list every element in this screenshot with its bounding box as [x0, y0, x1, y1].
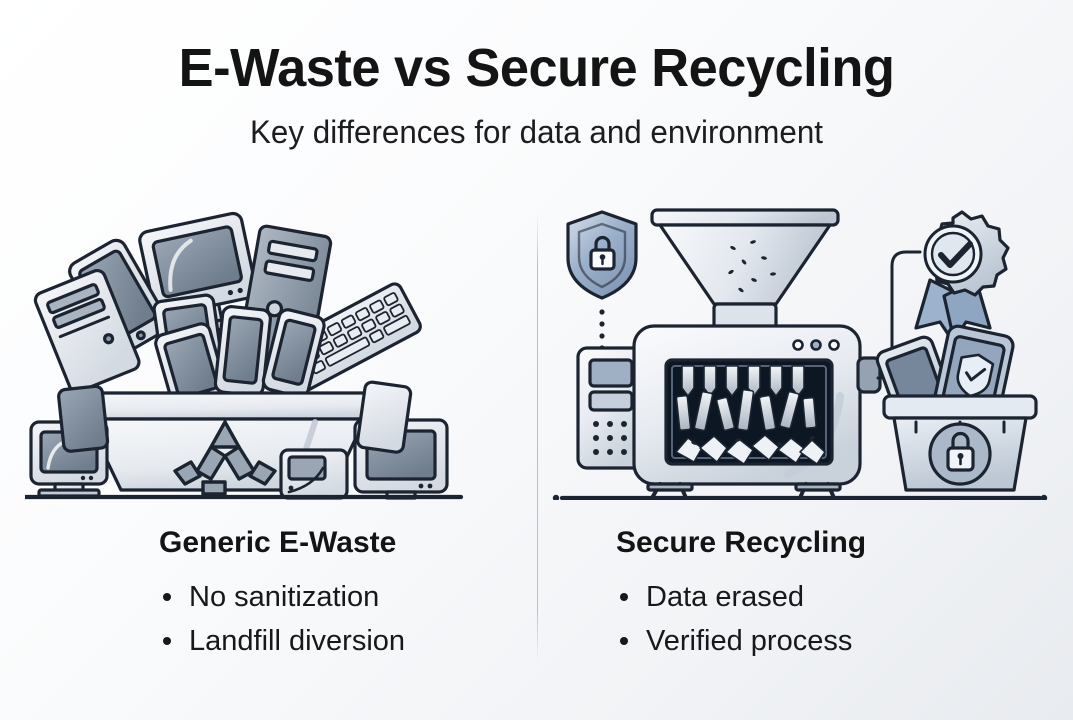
shield-lock-icon — [566, 210, 638, 300]
shredder-window-blades — [664, 358, 834, 466]
smartphone — [154, 322, 229, 412]
tower-pc — [33, 268, 141, 394]
hopper-funnel — [650, 208, 840, 330]
tablet — [356, 380, 413, 454]
column-secure-recycling: Secure Recycling Data erased Verified pr… — [548, 200, 1048, 680]
column-heading-secure-recycling: Secure Recycling — [616, 526, 867, 559]
column-generic-e-waste: Generic E-Waste No sanitization Landfill… — [25, 200, 525, 680]
column-heading-generic-e-waste: Generic E-Waste — [159, 526, 397, 559]
smartphone — [213, 305, 272, 397]
list-item: Data erased — [616, 575, 1048, 619]
illustration-secure-recycling — [548, 200, 1048, 500]
header: E-Waste vs Secure Recycling Key differen… — [0, 40, 1073, 150]
column-divider — [537, 212, 538, 662]
bullet-dot-icon — [163, 637, 171, 646]
bullet-list-generic-e-waste: No sanitization Landfill diversion — [25, 575, 525, 663]
list-item: Landfill diversion — [159, 619, 525, 663]
bullet-list-secure-recycling: Data erased Verified process — [548, 575, 1048, 663]
recycle-symbol — [173, 420, 277, 496]
page-subtitle: Key differences for data and environment — [250, 113, 823, 150]
page-title: E-Waste vs Secure Recycling — [178, 38, 895, 98]
secure-bin-lock — [875, 324, 1038, 492]
list-item: Verified process — [616, 619, 1048, 663]
bullet-text: Data erased — [646, 581, 804, 613]
certification-badge-icon — [914, 210, 1010, 342]
dotted-connector — [599, 309, 605, 351]
debris-particles — [728, 240, 776, 293]
smartphone — [261, 308, 326, 399]
control-panel — [576, 346, 646, 470]
illustration-generic-e-waste — [25, 200, 525, 500]
bullet-text: Verified process — [646, 625, 853, 658]
list-item: No sanitization — [159, 575, 525, 619]
bullet-text: No sanitization — [189, 581, 380, 613]
bullet-dot-icon — [620, 593, 628, 601]
tablet — [57, 384, 110, 453]
tower-pc — [279, 448, 349, 500]
bullet-text: Landfill diversion — [189, 625, 406, 658]
bullet-dot-icon — [163, 593, 171, 601]
bullet-dot-icon — [620, 637, 628, 646]
